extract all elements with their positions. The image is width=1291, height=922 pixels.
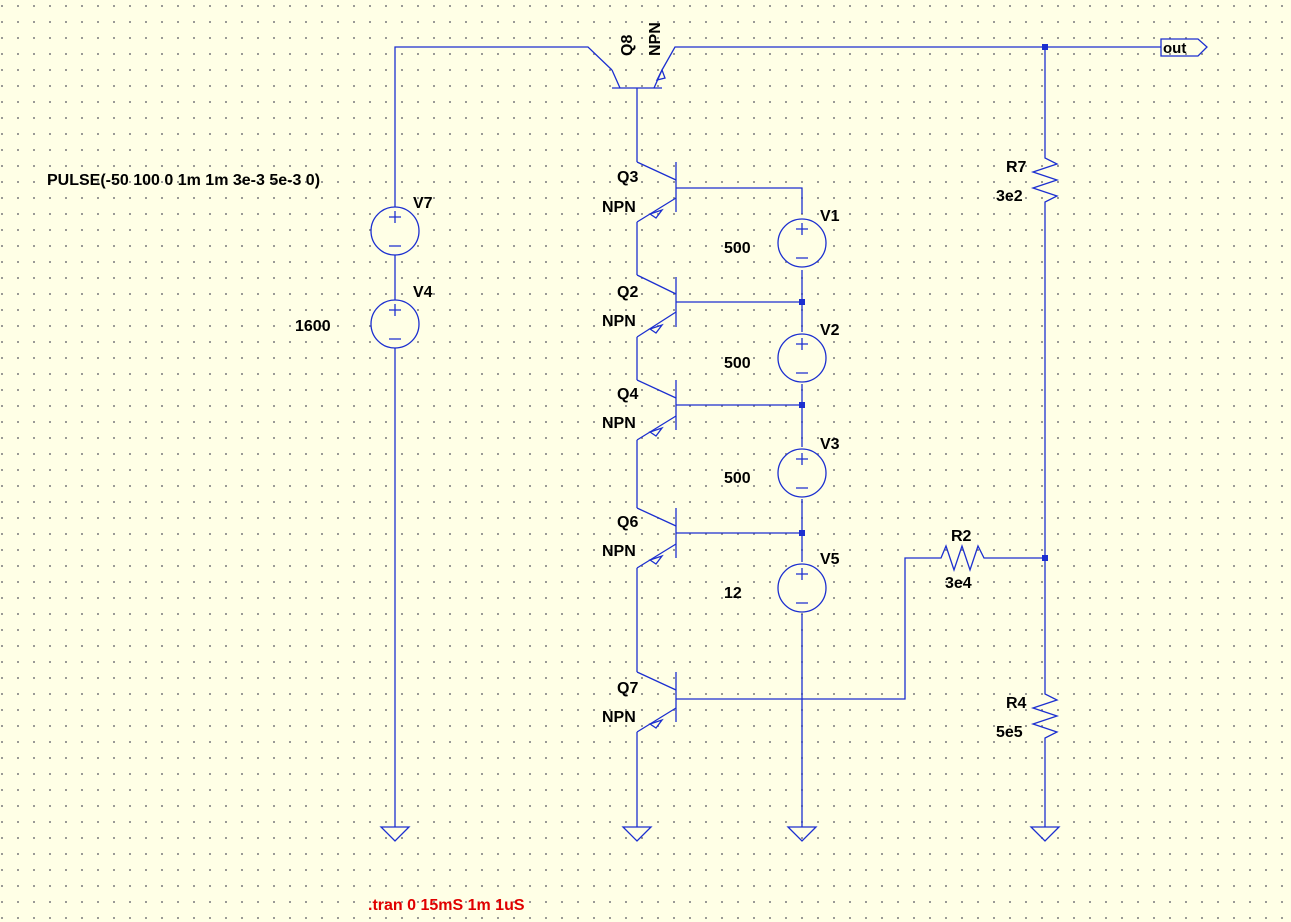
q8-model: NPN bbox=[647, 22, 664, 56]
r7-value: 3e2 bbox=[996, 188, 1023, 205]
q2-name: Q2 bbox=[617, 284, 638, 301]
resistor-r7[interactable]: R7 3e2 bbox=[996, 152, 1060, 208]
transistor-q7[interactable]: Q7 NPN bbox=[602, 671, 677, 733]
ground-icon bbox=[621, 826, 653, 842]
q6-collector-leg bbox=[636, 507, 677, 527]
q7-emitter-leg bbox=[636, 707, 677, 733]
q4-collector-leg bbox=[636, 379, 677, 399]
transistor-q2[interactable]: Q2 NPN bbox=[602, 274, 677, 338]
ground-icon bbox=[379, 826, 411, 842]
v2-value: 500 bbox=[724, 355, 751, 372]
v5-value: 12 bbox=[724, 585, 742, 602]
q2-collector-leg bbox=[636, 274, 677, 295]
wire-q8-emitter-out bbox=[661, 46, 1161, 71]
q7-model: NPN bbox=[602, 709, 636, 726]
q8-collector-leg bbox=[611, 69, 621, 89]
q6-name: Q6 bbox=[617, 514, 638, 531]
grounds bbox=[379, 826, 1061, 842]
v5-body bbox=[777, 563, 827, 613]
junction-divider bbox=[1042, 555, 1048, 561]
v7-value: PULSE(-50 100 0 1m 1m 3e-3 5e-3 0) bbox=[47, 172, 320, 189]
junction-out bbox=[1042, 44, 1048, 50]
resistor-r2[interactable]: R2 3e4 bbox=[935, 528, 990, 592]
voltage-source-v2[interactable]: V2 500 bbox=[724, 322, 840, 383]
v3-value: 500 bbox=[724, 470, 751, 487]
wire-q3-base-v1 bbox=[676, 187, 803, 214]
voltage-source-v5[interactable]: V5 12 bbox=[724, 551, 840, 613]
q2-emitter-arrow-icon bbox=[648, 323, 664, 334]
q7-name: Q7 bbox=[617, 680, 638, 697]
wire-q7-base-r2 bbox=[676, 557, 935, 700]
q3-emitter-leg bbox=[636, 197, 677, 223]
v1-name: V1 bbox=[820, 208, 840, 225]
r2-zigzag-icon bbox=[935, 543, 990, 573]
v2-polarity-icon bbox=[796, 338, 808, 374]
voltage-source-v7[interactable]: V7 PULSE(-50 100 0 1m 1m 3e-3 5e-3 0) bbox=[47, 172, 433, 256]
v1-value: 500 bbox=[724, 240, 751, 257]
wire-v7-to-q8-collector bbox=[394, 46, 613, 207]
v4-name: V4 bbox=[413, 284, 433, 301]
v3-polarity-icon bbox=[796, 453, 808, 489]
q3-emitter-arrow-icon bbox=[648, 208, 664, 219]
voltage-source-v3[interactable]: V3 500 bbox=[724, 436, 840, 498]
r4-name: R4 bbox=[1006, 695, 1027, 712]
v2-body bbox=[777, 333, 827, 383]
transistor-q6[interactable]: Q6 NPN bbox=[602, 507, 677, 569]
r4-zigzag-icon bbox=[1030, 688, 1060, 744]
r2-name: R2 bbox=[951, 528, 972, 545]
q4-name: Q4 bbox=[617, 386, 638, 403]
q3-collector-leg bbox=[636, 161, 677, 181]
v5-polarity-icon bbox=[796, 568, 808, 604]
q2-emitter-leg bbox=[636, 311, 677, 338]
q6-emitter-arrow-icon bbox=[648, 554, 664, 565]
resistor-r4[interactable]: R4 5e5 bbox=[996, 688, 1060, 744]
r2-value: 3e4 bbox=[945, 575, 972, 592]
v2-name: V2 bbox=[820, 322, 840, 339]
junction-v3-v5 bbox=[799, 530, 805, 536]
v3-body bbox=[777, 448, 827, 498]
r7-zigzag-icon bbox=[1030, 152, 1060, 208]
q3-model: NPN bbox=[602, 199, 636, 216]
q4-emitter-arrow-icon bbox=[648, 426, 664, 437]
ground-icon bbox=[786, 826, 818, 842]
r7-name: R7 bbox=[1006, 159, 1027, 176]
voltage-source-v4[interactable]: V4 1600 bbox=[295, 284, 433, 349]
v7-polarity-icon bbox=[389, 211, 401, 247]
q2-model: NPN bbox=[602, 313, 636, 330]
q6-model: NPN bbox=[602, 543, 636, 560]
out-port-flag bbox=[1160, 38, 1208, 57]
voltage-source-v1[interactable]: V1 500 bbox=[724, 208, 840, 268]
v1-polarity-icon bbox=[796, 223, 808, 259]
v7-name: V7 bbox=[413, 195, 433, 212]
v4-value: 1600 bbox=[295, 318, 331, 335]
q6-emitter-leg bbox=[636, 543, 677, 569]
q7-collector-leg bbox=[636, 671, 677, 691]
wires bbox=[394, 46, 1161, 827]
v5-name: V5 bbox=[820, 551, 840, 568]
q7-emitter-arrow-icon bbox=[648, 718, 664, 729]
q3-name: Q3 bbox=[617, 169, 638, 186]
junctions bbox=[799, 44, 1048, 561]
ground-icon bbox=[1029, 826, 1061, 842]
out-label: out bbox=[1163, 40, 1186, 57]
v3-name: V3 bbox=[820, 436, 840, 453]
junction-v2-v3 bbox=[799, 402, 805, 408]
transistor-q8[interactable]: Q8 NPN bbox=[611, 22, 666, 89]
q8-emitter-arrow-icon bbox=[655, 68, 666, 81]
v1-body bbox=[777, 218, 827, 268]
out-net-label[interactable]: out bbox=[1160, 38, 1208, 57]
q4-model: NPN bbox=[602, 415, 636, 432]
transistor-q4[interactable]: Q4 NPN bbox=[602, 379, 677, 441]
transistor-q3[interactable]: Q3 NPN bbox=[602, 161, 677, 223]
v4-body bbox=[370, 299, 420, 349]
v7-body bbox=[370, 206, 420, 256]
q4-emitter-leg bbox=[636, 415, 677, 441]
q8-name: Q8 bbox=[619, 35, 636, 56]
junction-v1-v2 bbox=[799, 299, 805, 305]
spice-directive[interactable]: .tran 0 15mS 1m 1uS bbox=[368, 897, 525, 914]
r4-value: 5e5 bbox=[996, 724, 1023, 741]
v4-polarity-icon bbox=[389, 304, 401, 340]
